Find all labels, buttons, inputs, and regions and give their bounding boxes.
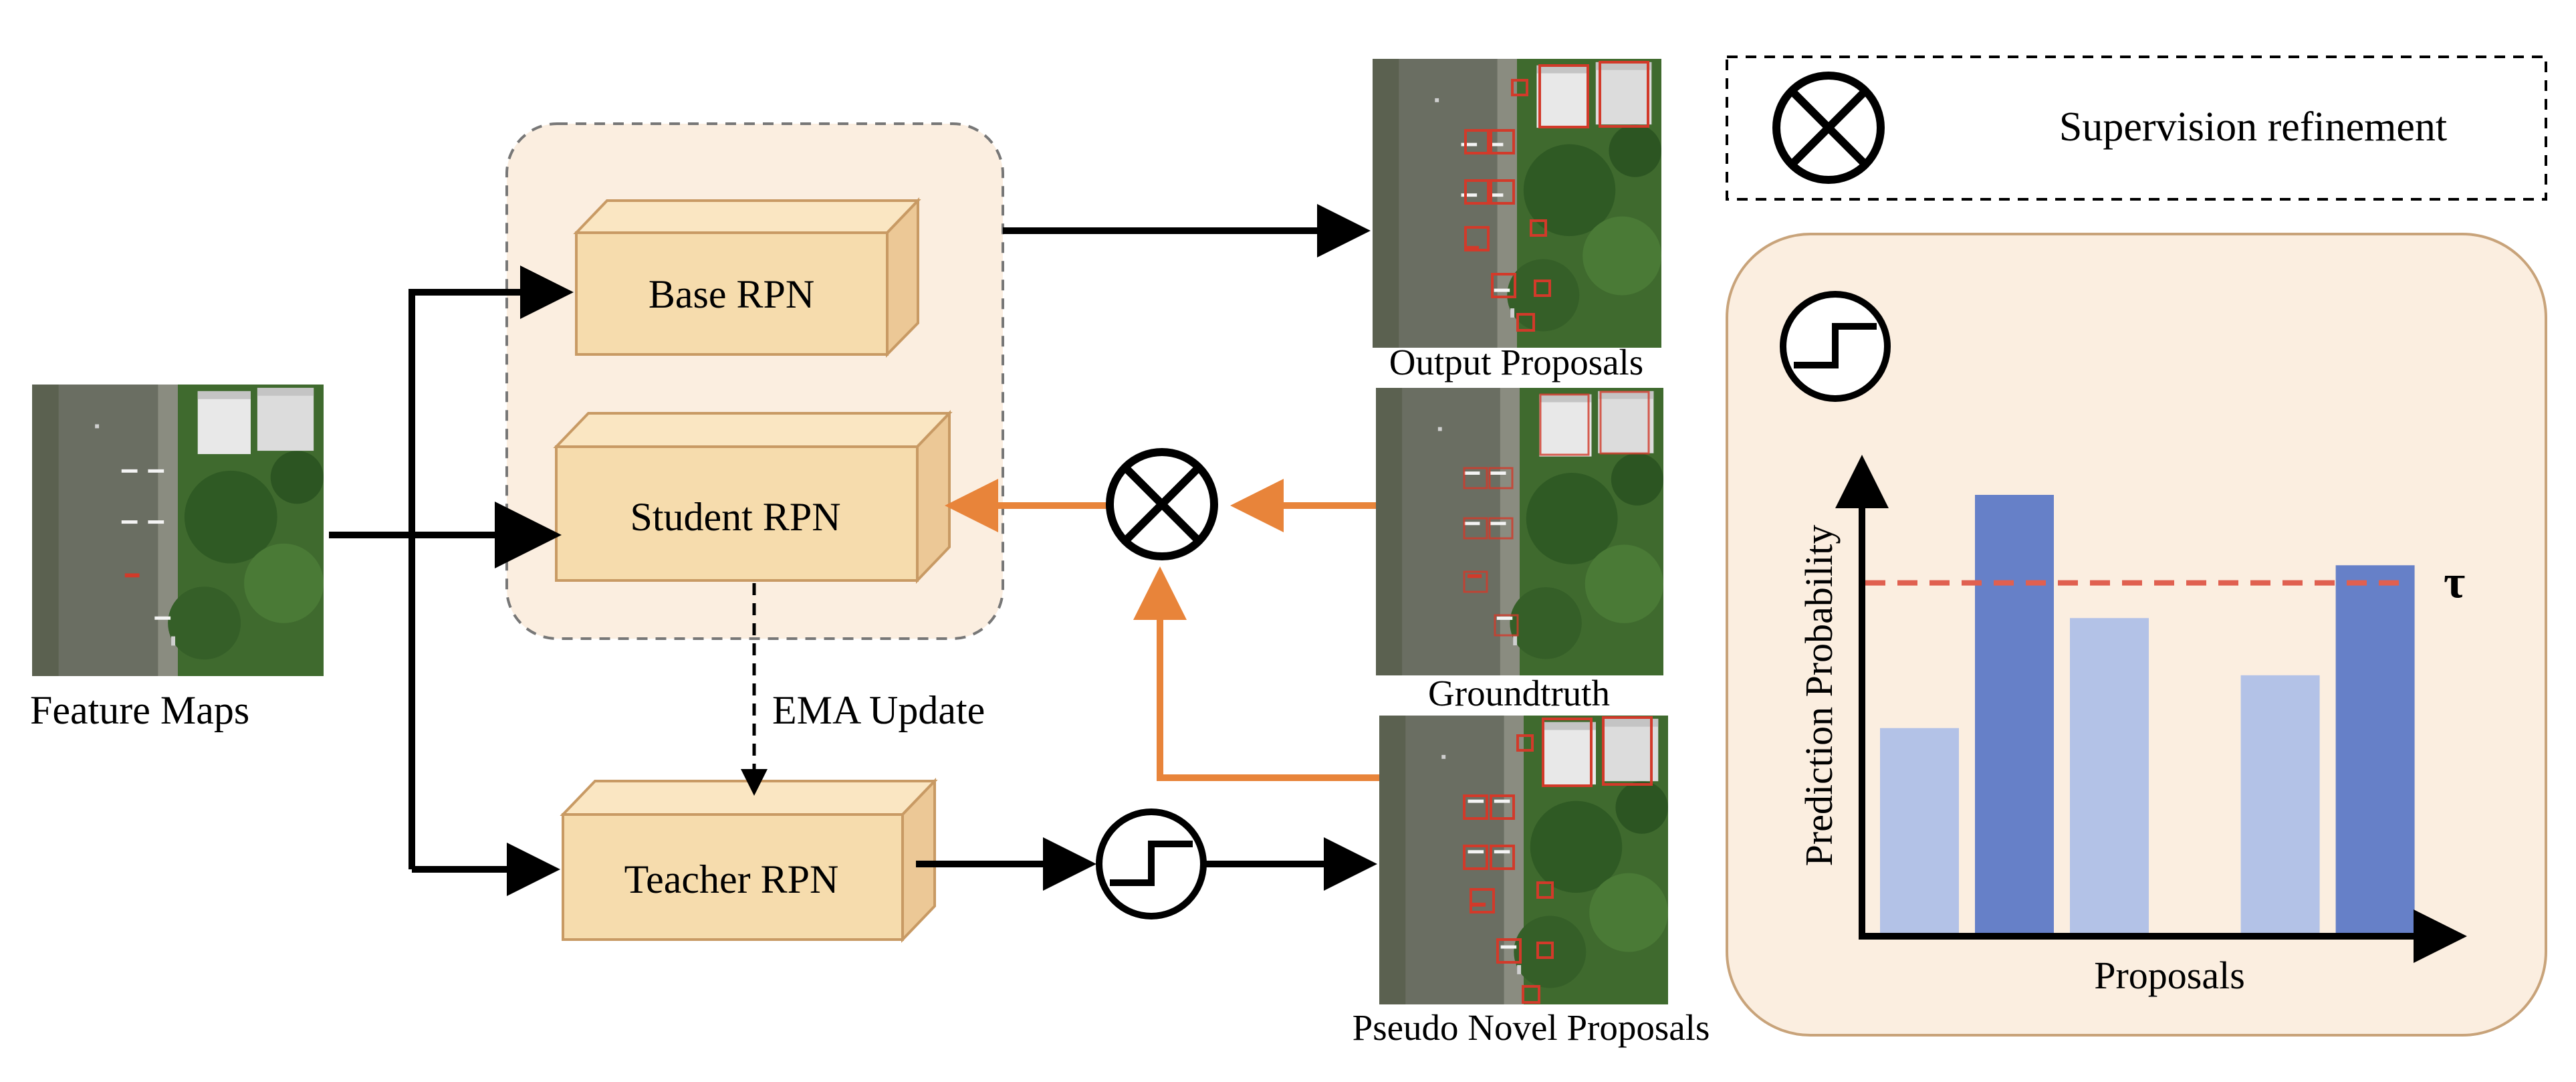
bar-1: [1880, 728, 1959, 935]
feature-maps-label: Feature Maps: [30, 688, 249, 732]
bar-3: [2070, 618, 2149, 935]
bar-group: [1880, 495, 2415, 935]
groundtruth-label: Groundtruth: [1428, 673, 1610, 714]
refinement-arrows: [945, 479, 1381, 781]
output-proposals-label: Output Proposals: [1389, 342, 1643, 383]
supervision-refinement-node: [1106, 448, 1218, 560]
student-rpn-label: Student RPN: [630, 495, 840, 539]
bar-5: [2335, 565, 2415, 935]
legend-box: [1726, 56, 2547, 201]
bar-4: [2240, 675, 2320, 935]
pseudo-novel-proposals-label: Pseudo Novel Proposals: [1353, 1007, 1710, 1048]
teacher-rpn-block: Teacher RPN: [560, 778, 938, 943]
groundtruth-image: [1376, 388, 1663, 675]
pseudo-novel-proposals-image: [1379, 716, 1668, 1004]
panel-step-function-icon: [1780, 291, 1891, 402]
teacher-rpn-label: Teacher RPN: [624, 857, 839, 901]
output-proposals-image: [1373, 59, 1661, 348]
probability-chart: τ Proposals Prediction Probability: [1797, 455, 2467, 997]
feature-flow-arrows: [329, 265, 574, 896]
base-rpn-label: Base RPN: [649, 272, 814, 316]
base-rpn-block: Base RPN: [573, 197, 921, 358]
bar-2: [1975, 495, 2054, 935]
x-axis-label: Proposals: [2094, 954, 2245, 997]
legend-supervision-label: Supervision refinement: [2059, 104, 2447, 150]
y-axis-label: Prediction Probability: [1797, 525, 1841, 867]
student-rpn-block: Student RPN: [553, 410, 953, 584]
feature-maps-image: [32, 385, 324, 676]
step-function-icon: [1096, 808, 1207, 919]
ema-update-label: EMA Update: [772, 688, 985, 732]
legend-otimes-icon: [1772, 72, 1885, 184]
threshold-label: τ: [2444, 557, 2465, 609]
